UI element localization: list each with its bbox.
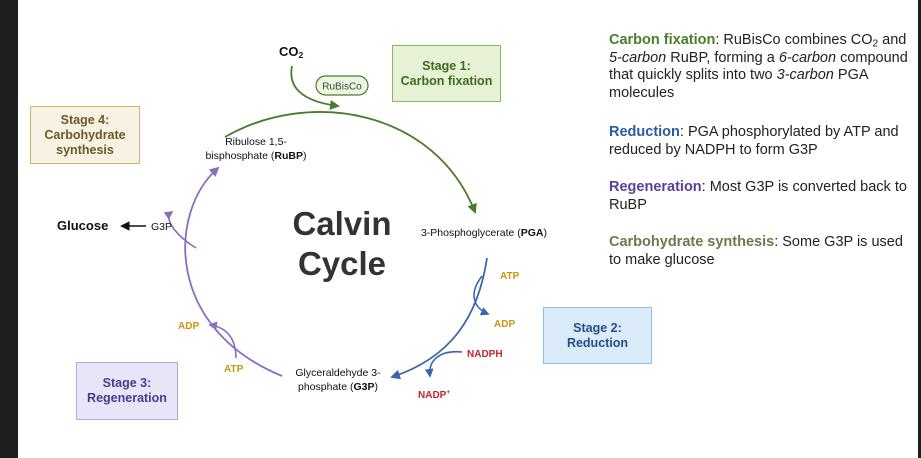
nadph-label: NADPH xyxy=(467,349,503,360)
g3p-branch-arrow xyxy=(163,210,197,249)
co2-input-arrow xyxy=(290,65,340,110)
rubisco-label: RuBisCo xyxy=(322,82,362,93)
info-co2-subscript: 2 xyxy=(872,38,879,50)
stage1-title: Stage 1: Carbon fixation xyxy=(400,58,493,88)
info-carbon-fixation-text5: PGA molecules xyxy=(609,67,868,101)
info-carbohydrate-synthesis: Carbohydrate synthesis: Some G3P is used… xyxy=(609,234,909,269)
cycle-title-line1: Calvin xyxy=(292,205,391,242)
info-carbon-fixation-text2: and xyxy=(878,32,907,48)
atp-to-adp-arrow xyxy=(473,275,490,316)
window-frame-right xyxy=(918,0,921,458)
info-carbohydrate-head: Carbohydrate synthesis xyxy=(609,234,775,250)
info-carbon-fixation-head: Carbon fixation xyxy=(609,32,716,48)
adp-regeneration-label: ADP xyxy=(178,321,199,332)
stage3-box: Stage 3: Regeneration xyxy=(76,362,178,420)
rubp-label-line1: Ribulose 1,5- xyxy=(225,136,287,148)
reduction-arc xyxy=(390,257,488,380)
nadph-to-nadp-arrow xyxy=(424,351,463,378)
stage3-title: Stage 3: Regeneration xyxy=(87,376,167,405)
stage4-title: Stage 4: Carbohydrate synthesis xyxy=(44,112,126,157)
co2-label: CO2 xyxy=(279,44,304,60)
info-carbon-fixation: Carbon fixation: RuBisCo combines CO2 an… xyxy=(609,32,909,102)
stage2-box: Stage 2: Reduction xyxy=(543,307,652,364)
stage2-title: Stage 2: Reduction xyxy=(566,320,629,350)
info-carbon-fixation-em1: 5-carbon xyxy=(609,49,667,66)
stage4-box: Stage 4: Carbohydrate synthesis xyxy=(30,106,140,164)
rubisco-badge xyxy=(315,75,369,96)
info-carbon-fixation-text4: compound that quickly splits into two xyxy=(609,49,908,84)
stage1-box: Stage 1: Carbon fixation xyxy=(392,45,501,102)
g3p-label-line1: Glyceraldehyde 3- xyxy=(295,367,381,379)
fixation-arc xyxy=(224,111,477,214)
g3p-label-line2: phosphate (G3P) xyxy=(298,381,378,393)
window-frame-left xyxy=(0,0,18,458)
pga-label: 3-Phosphoglycerate (PGA) xyxy=(421,227,547,239)
regeneration-arc xyxy=(184,166,283,377)
cycle-title-line2: Cycle xyxy=(298,245,386,282)
info-regeneration: Regeneration: Most G3P is converted back… xyxy=(609,179,909,214)
info-carbon-fixation-em3: 3-carbon xyxy=(776,67,834,83)
adp-reduction-label: ADP xyxy=(494,319,515,330)
nadp-label: NADP+ xyxy=(418,389,450,401)
info-carbon-fixation-em2: 6-carbon xyxy=(778,49,837,66)
glucose-label: Glucose xyxy=(57,218,108,233)
atp-reduction-label: ATP xyxy=(500,271,520,282)
info-regeneration-head: Regeneration xyxy=(609,179,702,195)
info-carbon-fixation-text3: RuBP, forming a xyxy=(666,49,779,66)
rubp-label-line2: bisphosphate (RuBP) xyxy=(206,150,307,162)
info-reduction-body: : PGA phosphorylated by ATP and reduced … xyxy=(609,124,899,158)
g3p-side-label: G3P xyxy=(151,221,172,233)
info-regeneration-body: : Most G3P is converted back to RuBP xyxy=(609,179,907,213)
info-reduction: Reduction: PGA phosphorylated by ATP and… xyxy=(609,124,909,159)
info-carbohydrate-body: : Some G3P is used to make glucose xyxy=(609,234,903,268)
info-reduction-head: Reduction xyxy=(609,124,680,140)
info-carbon-fixation-text1: : RuBisCo combines CO xyxy=(715,32,873,48)
atp-regeneration-label: ATP xyxy=(224,364,244,375)
atp-to-adp-regeneration-arrow xyxy=(208,321,237,359)
